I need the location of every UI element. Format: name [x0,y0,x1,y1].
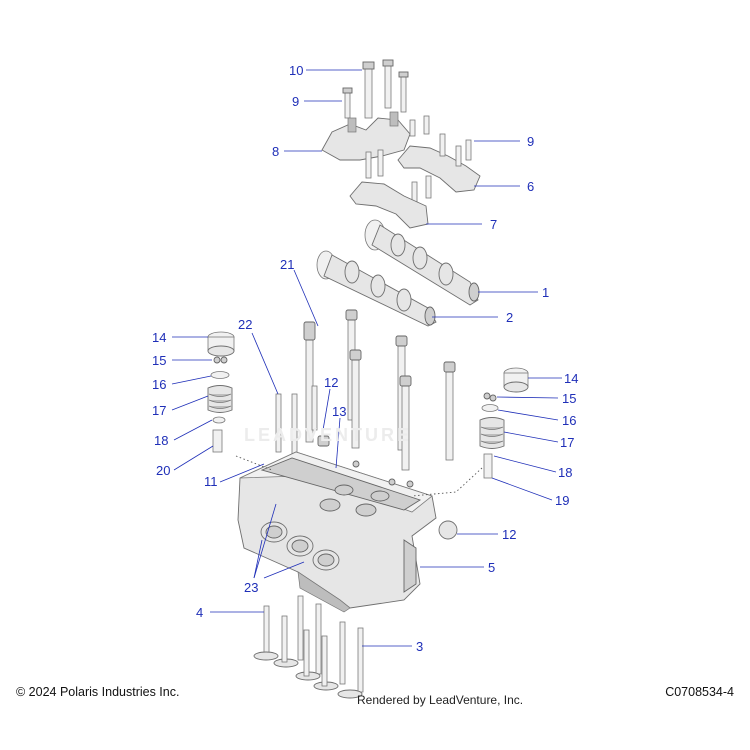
cam-cap-6 [397,133,481,193]
valve-train-right [479,367,529,479]
assembly-line-right [411,467,483,497]
callout-23: 23 [244,580,258,595]
callout-12: 12 [502,527,516,542]
rendered-by-text: Rendered by LeadVenture, Inc. [357,693,524,707]
copyright-text: © 2024 Polaris Industries Inc. [16,685,180,699]
callout-7: 7 [490,217,497,232]
cam-cap-8 [321,111,430,161]
callout-labels: 10 9 8 9 6 7 21 1 2 14 22 15 16 17 18 20… [152,63,578,654]
callout-15: 15 [562,391,576,406]
bolts-top-group [342,59,409,119]
plug-12 [438,520,458,540]
callout-16: 16 [562,413,576,428]
leader-lines [171,69,562,647]
callout-18: 18 [558,465,572,480]
callout-2: 2 [506,310,513,325]
callout-1: 1 [542,285,549,300]
callout-6: 6 [527,179,534,194]
callout-12: 12 [324,375,338,390]
callout-10: 10 [289,63,303,78]
callout-17: 17 [560,435,574,450]
watermark: LEADVENTURE [244,425,413,445]
callout-21: 21 [280,257,294,272]
camshaft-2 [316,250,437,327]
drawing-id: C0708534-4 [665,685,734,699]
callout-8: 8 [272,144,279,159]
callout-13: 13 [332,404,346,419]
callout-5: 5 [488,560,495,575]
callout-18: 18 [154,433,168,448]
cylinder-head-5 [237,451,437,613]
head-bolts [275,309,456,471]
callout-9: 9 [527,134,534,149]
callout-19: 19 [555,493,569,508]
callout-22: 22 [238,317,252,332]
callout-14: 14 [152,330,166,345]
callout-3: 3 [416,639,423,654]
camshaft-1 [364,219,480,306]
callout-17: 17 [152,403,166,418]
callout-20: 20 [156,463,170,478]
callout-15: 15 [152,353,166,368]
valve-train-left [207,331,235,453]
valves [253,595,364,699]
callout-16: 16 [152,377,166,392]
callout-4: 4 [196,605,203,620]
callout-14: 14 [564,371,578,386]
callout-9: 9 [292,94,299,109]
assembly-line-left [235,455,273,471]
callout-11: 11 [204,474,218,489]
